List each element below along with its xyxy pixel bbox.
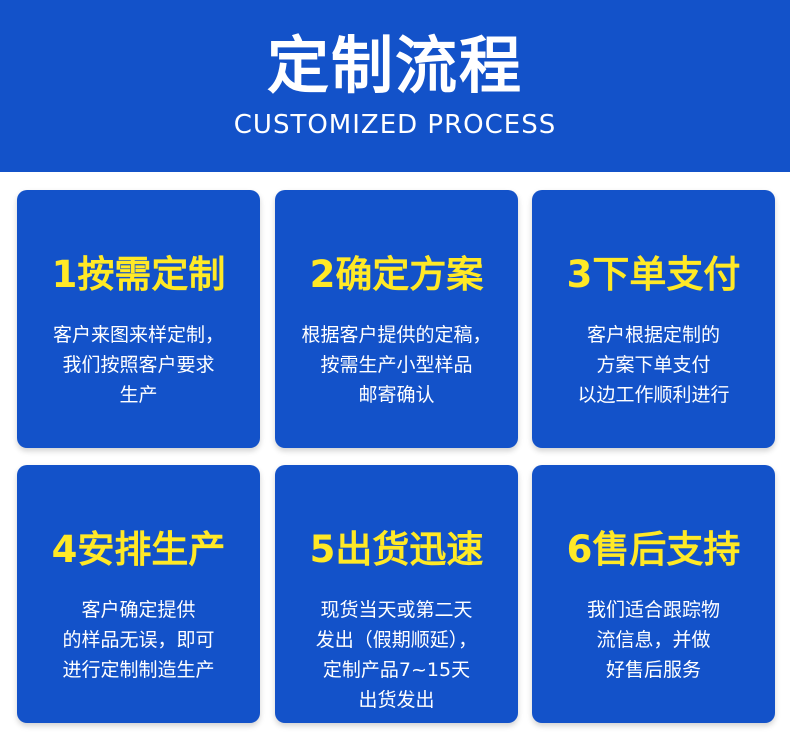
- page-subtitle: CUSTOMIZED PROCESS: [233, 110, 557, 140]
- step-description-line: 现货当天或第二天: [320, 599, 473, 621]
- step-card-6: 6售后支持 我们适合跟踪物 流信息，并做 好售后服务: [532, 465, 775, 723]
- step-card-5: 5出货迅速 现货当天或第二天 发出（假期顺延）， 定制产品7~15天 出货发出: [275, 465, 518, 723]
- step-card-4: 4安排生产 客户确定提供 的样品无误，即可 进行定制制造生产: [17, 465, 260, 723]
- step-description-line: 进行定制制造生产: [62, 659, 215, 681]
- step-card-3: 3下单支付 客户根据定制的 方案下单支付 以边工作顺利进行: [532, 190, 775, 448]
- step-description-line: 客户根据定制的: [586, 324, 720, 346]
- step-description-line: 生产: [119, 384, 158, 406]
- step-title: 6售后支持: [566, 528, 741, 571]
- step-description-line: 客户来图来样定制，: [52, 324, 224, 346]
- step-title: 1按需定制: [51, 253, 226, 296]
- step-description-line: 我们适合跟踪物: [586, 599, 720, 621]
- step-description-line: 出货发出: [358, 689, 435, 711]
- step-description: 现货当天或第二天 发出（假期顺延）， 定制产品7~15天 出货发出: [285, 595, 508, 715]
- header-banner: 定制流程 CUSTOMIZED PROCESS: [0, 0, 790, 172]
- page-title: 定制流程: [266, 29, 523, 102]
- step-description-line: 的样品无误，即可: [62, 629, 215, 651]
- step-description-line: 以边工作顺利进行: [577, 384, 730, 406]
- step-description-line: 我们按照客户要求: [62, 354, 215, 376]
- step-description: 客户来图来样定制， 我们按照客户要求 生产: [27, 320, 250, 410]
- step-description-line: 好售后服务: [605, 659, 701, 681]
- step-title: 3下单支付: [566, 253, 741, 296]
- step-description: 根据客户提供的定稿， 按需生产小型样品 邮寄确认: [285, 320, 508, 410]
- step-card-2: 2确定方案 根据客户提供的定稿， 按需生产小型样品 邮寄确认: [275, 190, 518, 448]
- step-description-line: 流信息，并做: [596, 629, 711, 651]
- step-description-line: 发出（假期顺延），: [315, 629, 478, 651]
- step-title: 4安排生产: [51, 528, 226, 571]
- step-description-line: 按需生产小型样品: [320, 354, 473, 376]
- step-description-line: 邮寄确认: [358, 384, 435, 406]
- step-description-line: 定制产品7~15天: [322, 659, 471, 681]
- step-title: 2确定方案: [309, 253, 484, 296]
- step-description: 我们适合跟踪物 流信息，并做 好售后服务: [542, 595, 765, 685]
- step-description-line: 根据客户提供的定稿，: [301, 324, 492, 346]
- step-description: 客户确定提供 的样品无误，即可 进行定制制造生产: [27, 595, 250, 685]
- step-description: 客户根据定制的 方案下单支付 以边工作顺利进行: [542, 320, 765, 410]
- step-description-line: 方案下单支付: [596, 354, 711, 376]
- step-description-line: 客户确定提供: [81, 599, 196, 621]
- step-title: 5出货迅速: [309, 528, 484, 571]
- step-card-1: 1按需定制 客户来图来样定制， 我们按照客户要求 生产: [17, 190, 260, 448]
